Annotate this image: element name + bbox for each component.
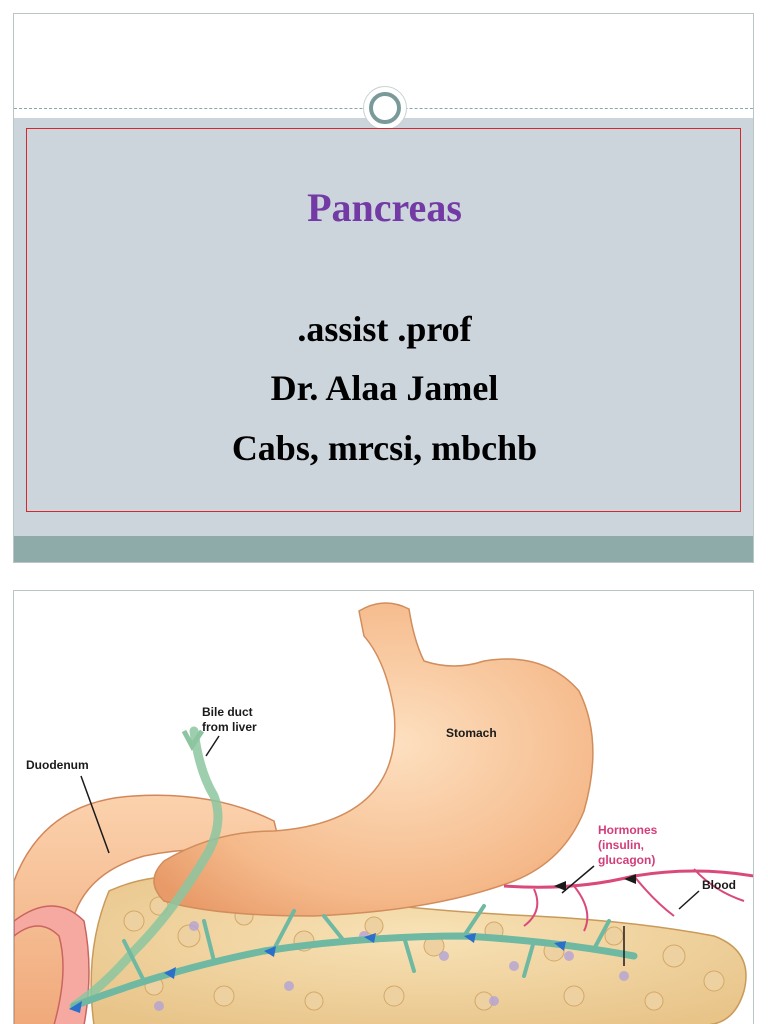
text-frame (26, 128, 741, 512)
label-duodenum: Duodenum (26, 758, 89, 772)
diagram-slide: Bile duct from liver Stomach Duodenum Ho… (13, 590, 754, 1024)
pancreas-illustration: Bile duct from liver Stomach Duodenum Ho… (14, 602, 753, 1024)
footer-bar (14, 536, 753, 562)
label-bile-duct-1: Bile duct (202, 705, 253, 719)
label-hormones-3: glucagon) (598, 853, 655, 867)
ring-icon (363, 86, 407, 130)
label-bile-duct-2: from liver (202, 720, 257, 734)
label-hormones-2: (insulin, (598, 838, 644, 852)
content-panel (14, 118, 753, 538)
pancreatic-duct (70, 932, 638, 1010)
title-slide: Pancreas .assist .prof Dr. Alaa Jamel Ca… (13, 13, 754, 563)
author-credentials: Cabs, mrcsi, mbchb (231, 428, 538, 468)
slide-title: Pancreas (307, 185, 462, 230)
author-position: .assist .prof (297, 309, 472, 349)
bile-duct (69, 726, 223, 1011)
stomach-shape (153, 602, 594, 917)
label-hormones-1: Hormones (598, 823, 658, 837)
label-blood: Blood (702, 878, 736, 892)
label-stomach: Stomach (446, 726, 497, 740)
author-name: Dr. Alaa Jamel (270, 368, 499, 408)
